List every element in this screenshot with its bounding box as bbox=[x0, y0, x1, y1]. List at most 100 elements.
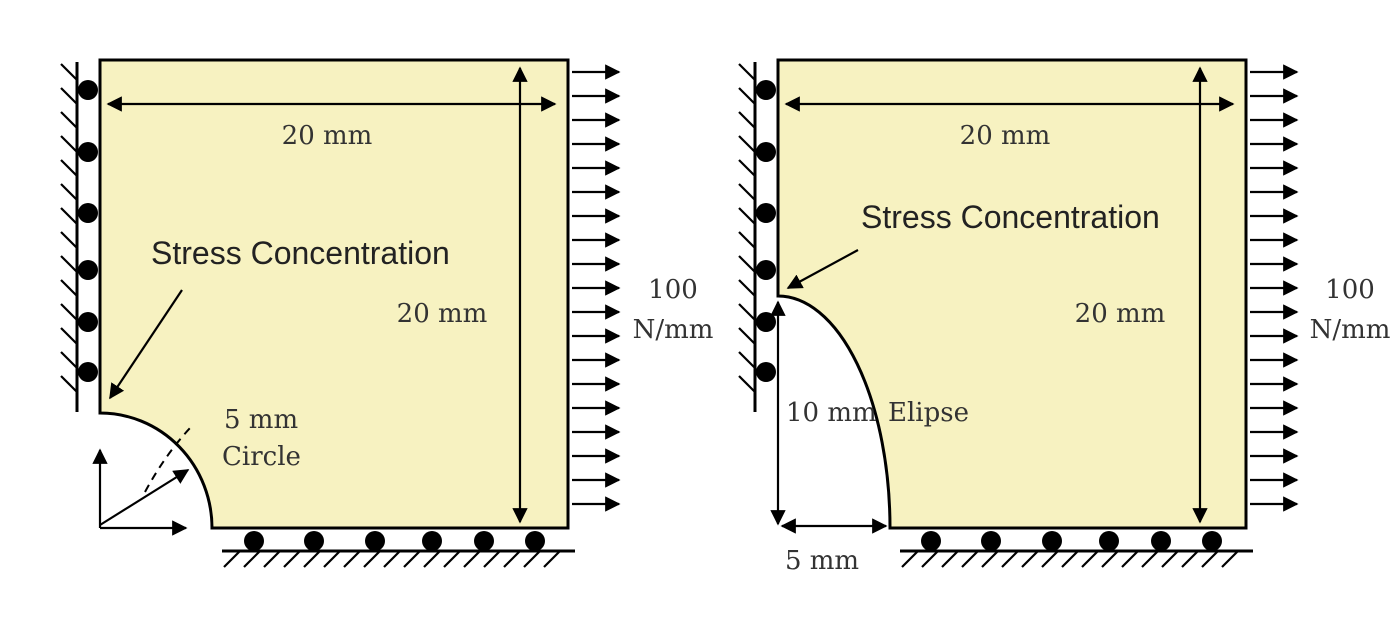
hatch-line bbox=[60, 231, 78, 249]
roller-support bbox=[756, 203, 776, 223]
hatch-line bbox=[1001, 550, 1019, 568]
hatch-line bbox=[961, 550, 979, 568]
roller-support bbox=[1202, 531, 1222, 551]
roller-support bbox=[756, 142, 776, 162]
hatch-line bbox=[1121, 550, 1139, 568]
left-hole-size-label: 5 mm bbox=[224, 405, 298, 435]
hatch-line bbox=[738, 87, 756, 105]
hatch-line bbox=[738, 231, 756, 249]
right-ellipse-type-label: Elipse bbox=[888, 398, 969, 428]
left-plate-bottom-support bbox=[222, 531, 575, 568]
roller-support bbox=[78, 142, 98, 162]
hatch-line bbox=[1021, 550, 1039, 568]
left-stress-pointer bbox=[109, 289, 183, 400]
roller-support bbox=[756, 312, 776, 332]
hatch-line bbox=[403, 550, 421, 568]
hatch-line bbox=[523, 550, 541, 568]
roller-support bbox=[1151, 531, 1171, 551]
hatch-line bbox=[1161, 550, 1179, 568]
roller-support bbox=[1099, 531, 1119, 551]
left-stress-label: Stress Concentration bbox=[151, 235, 450, 271]
right-stress-label: Stress Concentration bbox=[861, 199, 1160, 235]
hatch-line bbox=[60, 87, 78, 105]
roller-support bbox=[525, 531, 545, 551]
left-plate bbox=[98, 58, 570, 530]
right-plate-wall-support bbox=[738, 62, 776, 412]
hatch-line bbox=[60, 327, 78, 345]
hatch-line bbox=[263, 550, 281, 568]
left-height-label: 20 mm bbox=[397, 299, 488, 329]
roller-support bbox=[474, 531, 494, 551]
hatch-line bbox=[60, 255, 78, 273]
hatch-line bbox=[60, 63, 78, 81]
left-hole-axes bbox=[92, 427, 191, 536]
left-width-label: 20 mm bbox=[282, 121, 373, 151]
hatch-line bbox=[1201, 550, 1219, 568]
roller-support bbox=[78, 312, 98, 332]
hatch-line bbox=[941, 550, 959, 568]
hatch-line bbox=[303, 550, 321, 568]
hatch-line bbox=[738, 351, 756, 369]
left-plate-wall-support bbox=[60, 62, 98, 412]
right-width-label: 20 mm bbox=[960, 121, 1051, 151]
hatch-line bbox=[738, 159, 756, 177]
roller-support bbox=[78, 80, 98, 100]
roller-support bbox=[365, 531, 385, 551]
hatch-line bbox=[1041, 550, 1059, 568]
roller-support bbox=[921, 531, 941, 551]
right-plate bbox=[776, 58, 1248, 530]
roller-support bbox=[1042, 531, 1062, 551]
hatch-line bbox=[60, 111, 78, 129]
right-plate-load-arrows bbox=[1250, 64, 1299, 512]
hatch-line bbox=[738, 135, 756, 153]
hatch-line bbox=[738, 207, 756, 225]
right-height-label: 20 mm bbox=[1075, 299, 1166, 329]
hatch-line bbox=[1061, 550, 1079, 568]
left-load-value: 100 bbox=[648, 275, 698, 305]
hatch-line bbox=[503, 550, 521, 568]
roller-support bbox=[756, 80, 776, 100]
hatch-line bbox=[463, 550, 481, 568]
hatch-line bbox=[738, 63, 756, 81]
hatch-line bbox=[243, 550, 261, 568]
roller-support bbox=[756, 260, 776, 280]
hatch-line bbox=[343, 550, 361, 568]
hatch-line bbox=[738, 183, 756, 201]
hatch-line bbox=[323, 550, 341, 568]
hatch-line bbox=[60, 183, 78, 201]
hatch-line bbox=[60, 159, 78, 177]
hatch-line bbox=[443, 550, 461, 568]
hatch-line bbox=[383, 550, 401, 568]
roller-support bbox=[244, 531, 264, 551]
hatch-line bbox=[1101, 550, 1119, 568]
hatch-line bbox=[60, 279, 78, 297]
roller-support bbox=[304, 531, 324, 551]
roller-support bbox=[756, 362, 776, 382]
hatch-line bbox=[283, 550, 301, 568]
hatch-line bbox=[1081, 550, 1099, 568]
hatch-line bbox=[60, 207, 78, 225]
hatch-line bbox=[738, 375, 756, 393]
right-load-unit: N/mm bbox=[1310, 315, 1391, 345]
hatch-line bbox=[543, 550, 561, 568]
hatch-line bbox=[738, 303, 756, 321]
hatch-line bbox=[60, 375, 78, 393]
right-diagram: 20 mm 20 mm Stress Concentration 10 mm E… bbox=[738, 58, 1391, 576]
left-diagram: 20 mm 20 mm Stress Concentration 5 mm Ci… bbox=[60, 58, 714, 568]
hatch-line bbox=[60, 303, 78, 321]
roller-support bbox=[422, 531, 442, 551]
left-hole-type-label: Circle bbox=[222, 442, 301, 472]
hatch-line bbox=[921, 550, 939, 568]
right-ellipse-height-label: 10 mm bbox=[786, 398, 877, 428]
roller-support bbox=[78, 203, 98, 223]
hatch-line bbox=[363, 550, 381, 568]
right-load-value: 100 bbox=[1325, 275, 1375, 305]
hatch-line bbox=[483, 550, 501, 568]
hatch-line bbox=[738, 279, 756, 297]
right-ellipse-width-label: 5 mm bbox=[785, 546, 859, 576]
right-stress-pointer bbox=[786, 249, 859, 289]
hatch-line bbox=[738, 255, 756, 273]
right-plate-bottom-support bbox=[900, 531, 1253, 568]
hatch-line bbox=[60, 135, 78, 153]
left-load-unit: N/mm bbox=[633, 315, 714, 345]
